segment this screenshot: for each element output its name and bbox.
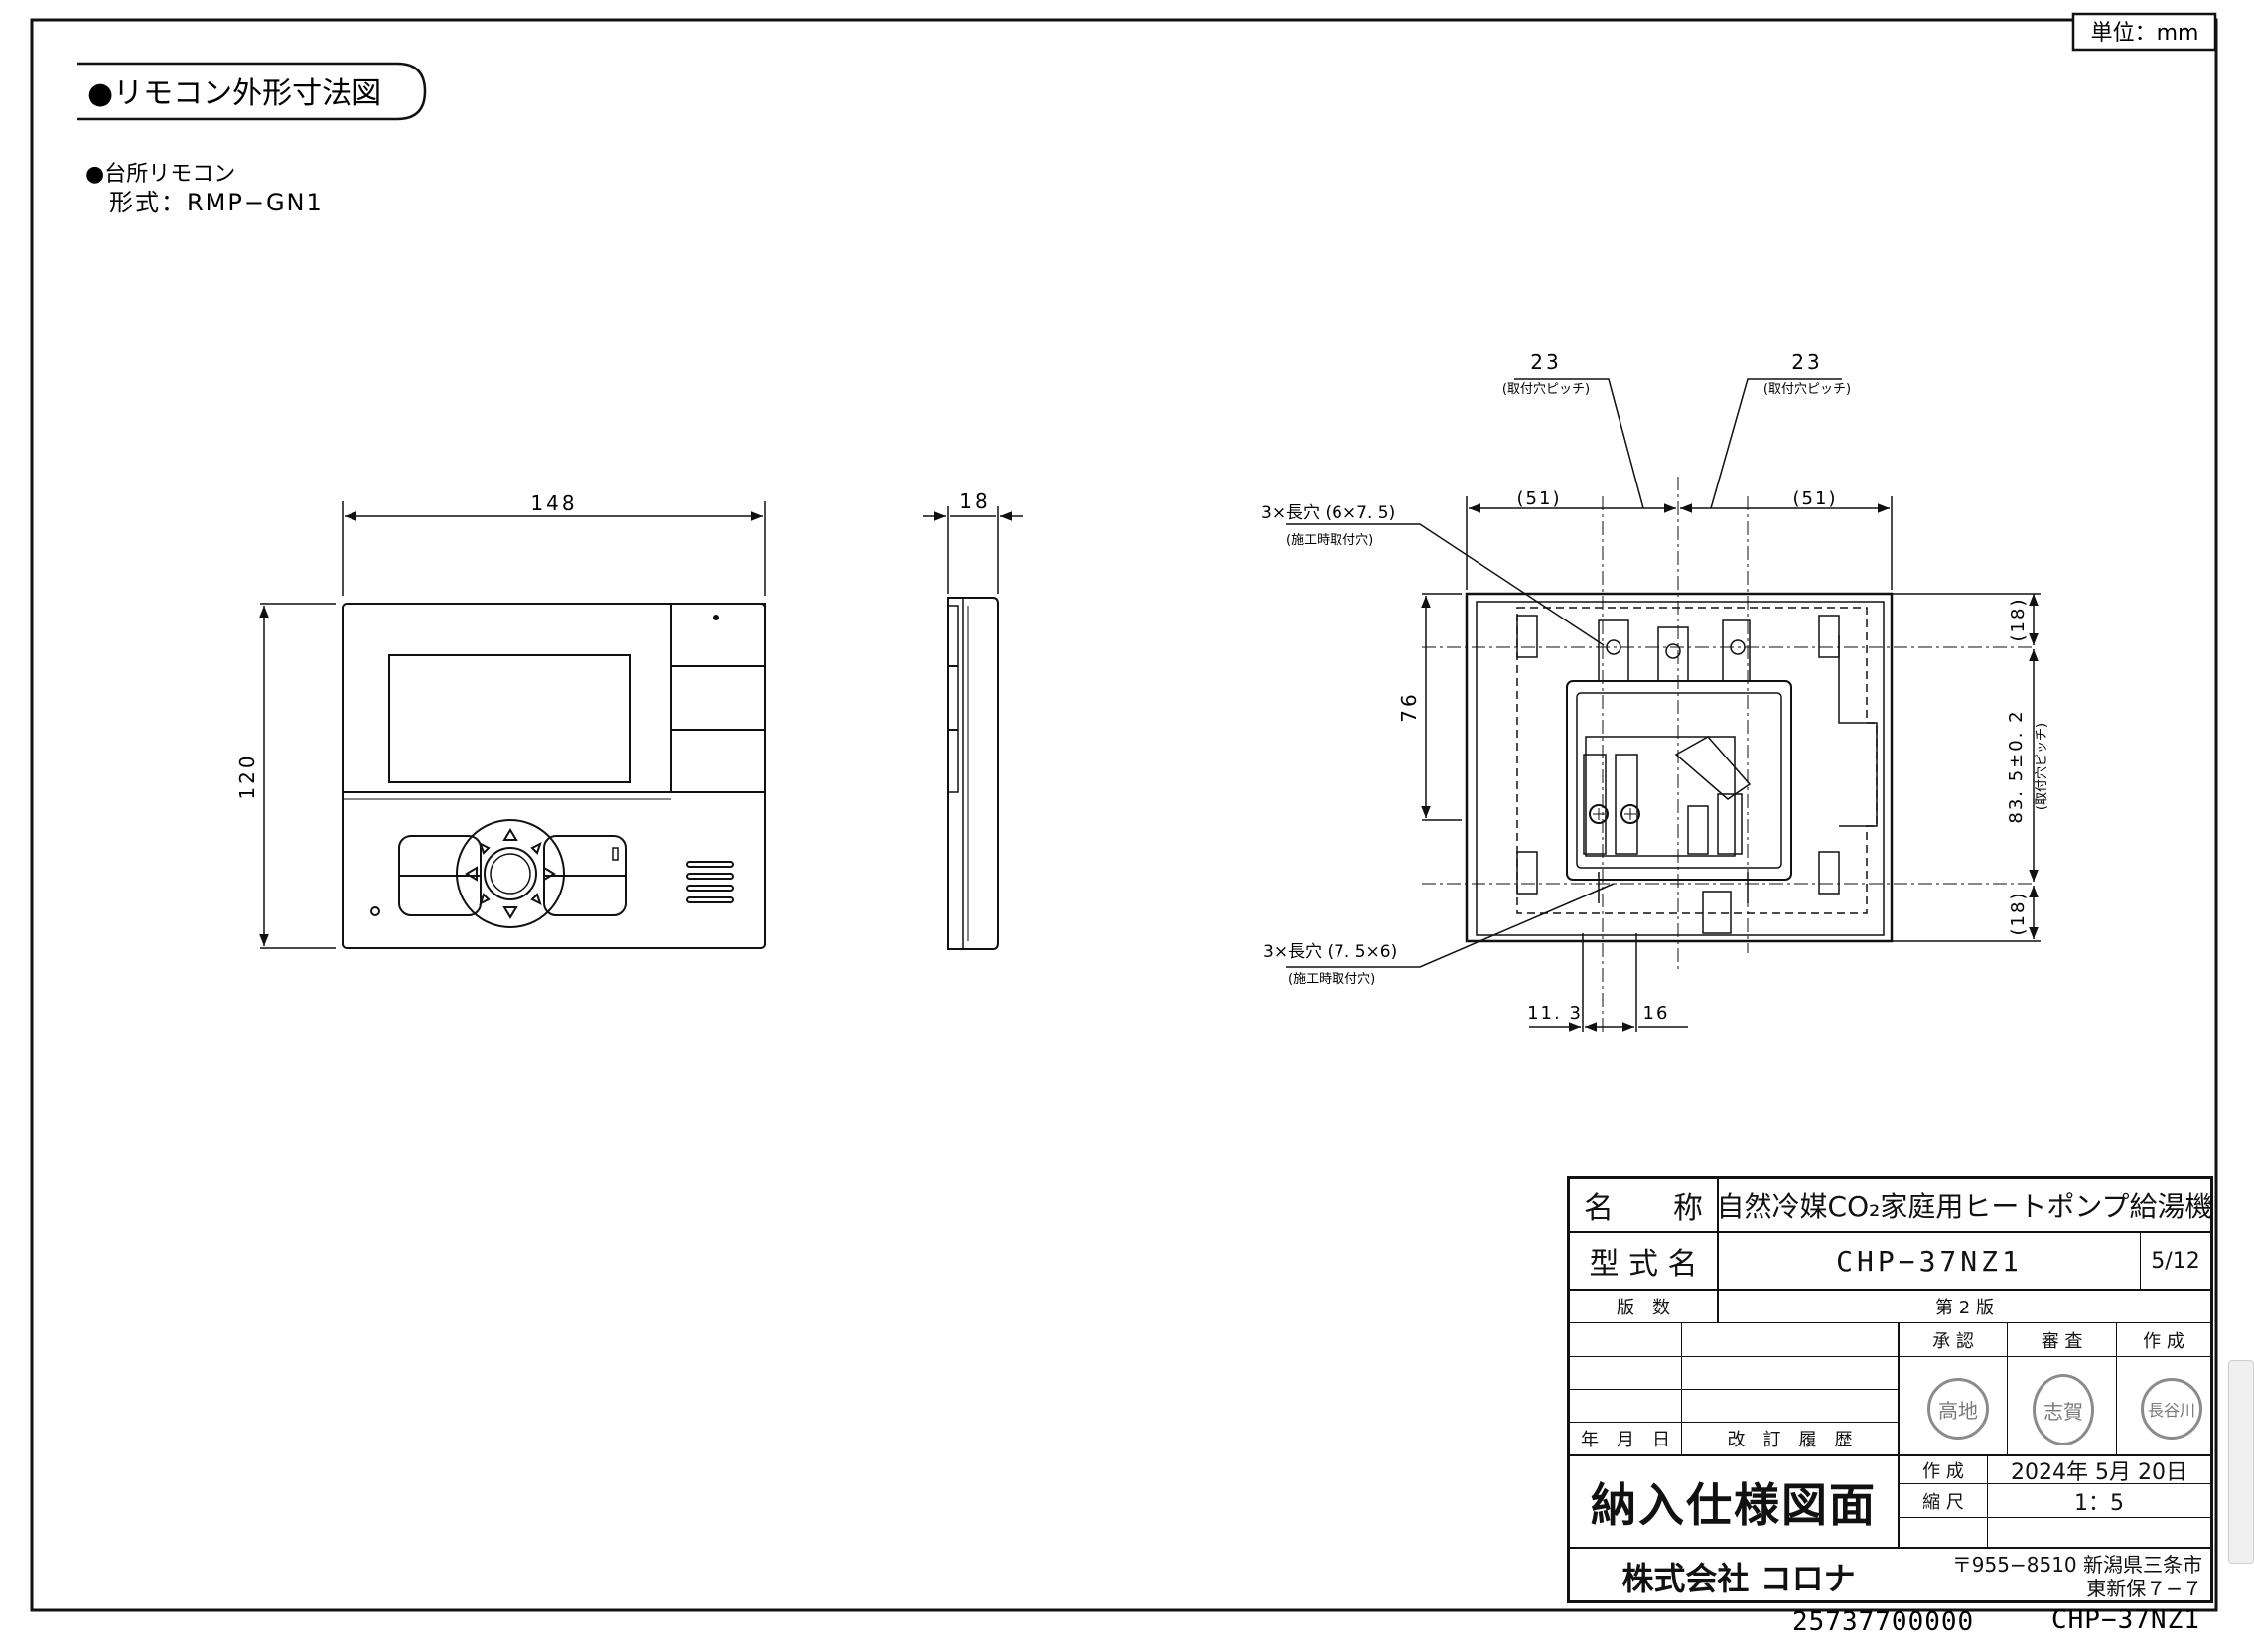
stamp-create: 長谷川	[2141, 1378, 2202, 1440]
name-label: 名 称	[1584, 1191, 1703, 1226]
stamp-approve: 高地	[1927, 1378, 1989, 1440]
create-label: 作 成	[2143, 1330, 2184, 1352]
back-centerlines	[1422, 477, 2036, 1032]
scale-value: 1：5	[2074, 1490, 2124, 1516]
side-view	[923, 506, 1023, 950]
dim-top-18: (18)	[2008, 598, 2029, 642]
address-line-1: 〒955−8510 新潟県三条市	[1951, 1553, 2202, 1577]
date-label: 年 月 日	[1581, 1430, 1670, 1450]
dim-vertical-pitch-note: (取付穴ピッチ)	[2035, 723, 2049, 810]
dim-front-width: 148	[530, 491, 577, 515]
edition-value: 第 2 版	[1935, 1298, 1994, 1318]
dim-offset-left: (51)	[1517, 488, 1562, 509]
lcd-screen	[388, 654, 631, 783]
page-number: 5/12	[2151, 1248, 2200, 1274]
back-dimensions	[1286, 378, 2041, 1032]
dim-side-depth: 18	[959, 489, 990, 513]
title-block: 名 称 自然冷媒CO₂家庭用ヒートポンプ給湯機 型 式 名 CHP−37NZ1 …	[1567, 1176, 2213, 1603]
dim-bottom-113: 11. 3	[1527, 1003, 1583, 1024]
dim-bottom-16: 16	[1643, 1003, 1670, 1024]
hole-bottom-note: (施工時取付穴)	[1288, 972, 1375, 987]
back-outer-frame	[1465, 592, 1894, 943]
hole-bottom-label: 3×長穴 (7. 5×6)	[1263, 942, 1397, 962]
created-label: 作 成	[1922, 1460, 1964, 1482]
scale-label: 縮 尺	[1922, 1491, 1964, 1513]
model-label: 型 式 名	[1589, 1247, 1698, 1282]
front-dimensions	[259, 501, 766, 949]
hole-top-label: 3×長穴 (6×7. 5)	[1261, 503, 1395, 523]
pitch-note-right: (取付穴ピッチ)	[1763, 382, 1851, 397]
dim-vertical-pitch: 83. 5±0. 2	[2006, 709, 2027, 823]
edition-label: 版 数	[1617, 1298, 1670, 1318]
product-heading: ●台所リモコン	[85, 162, 235, 187]
review-label: 審 査	[2041, 1330, 2083, 1352]
company-address: 〒955−8510 新潟県三条市 東新保７−７	[1907, 1553, 2210, 1602]
dim-pitch-right: 23	[1791, 350, 1822, 374]
footer-code-right: CHP−37NZ1	[2051, 1605, 2200, 1635]
scrollbar[interactable]	[2228, 1360, 2254, 1564]
terminal-housing	[1566, 680, 1792, 881]
approve-label: 承 認	[1932, 1330, 1974, 1352]
revision-label: 改 訂 履 歴	[1727, 1430, 1853, 1450]
dim-bottom-18: (18)	[2008, 892, 2029, 936]
dim-pitch-left: 23	[1530, 350, 1561, 374]
unit-box	[2071, 12, 2217, 52]
created-date: 2024年 5月 20日	[2011, 1459, 2187, 1484]
center-key	[484, 847, 537, 900]
address-line-2: 東新保７−７	[2086, 1577, 2202, 1600]
company-name: 株式会社 コロナ	[1621, 1559, 1856, 1597]
model-value: CHP−37NZ1	[1836, 1244, 2023, 1278]
unit-label: 単位：mm	[2091, 21, 2199, 46]
sheet-border	[30, 18, 2218, 1612]
name-value: 自然冷媒CO₂家庭用ヒートポンプ給湯機	[1719, 1190, 2210, 1223]
dim-offset-right: (51)	[1793, 488, 1838, 509]
front-view	[342, 603, 766, 949]
document-title: 納入仕様図面	[1591, 1477, 1877, 1532]
side-key-column	[670, 603, 766, 793]
stamp-review: 志賀	[2033, 1374, 2094, 1446]
back-view	[1465, 592, 1894, 943]
hole-top-note: (施工時取付穴)	[1286, 533, 1373, 548]
section-title-frame	[77, 62, 427, 121]
dim-height-76: 76	[1397, 691, 1421, 722]
cross-key-dial	[456, 819, 565, 928]
dim-front-height: 120	[235, 753, 259, 799]
model-line: 形式：RMP−GN1	[109, 189, 324, 216]
section-title: ●リモコン外形寸法図	[87, 76, 381, 111]
footer-code-left: 25737700000	[1792, 1607, 1974, 1637]
pitch-note-left: (取付穴ピッチ)	[1502, 382, 1590, 397]
